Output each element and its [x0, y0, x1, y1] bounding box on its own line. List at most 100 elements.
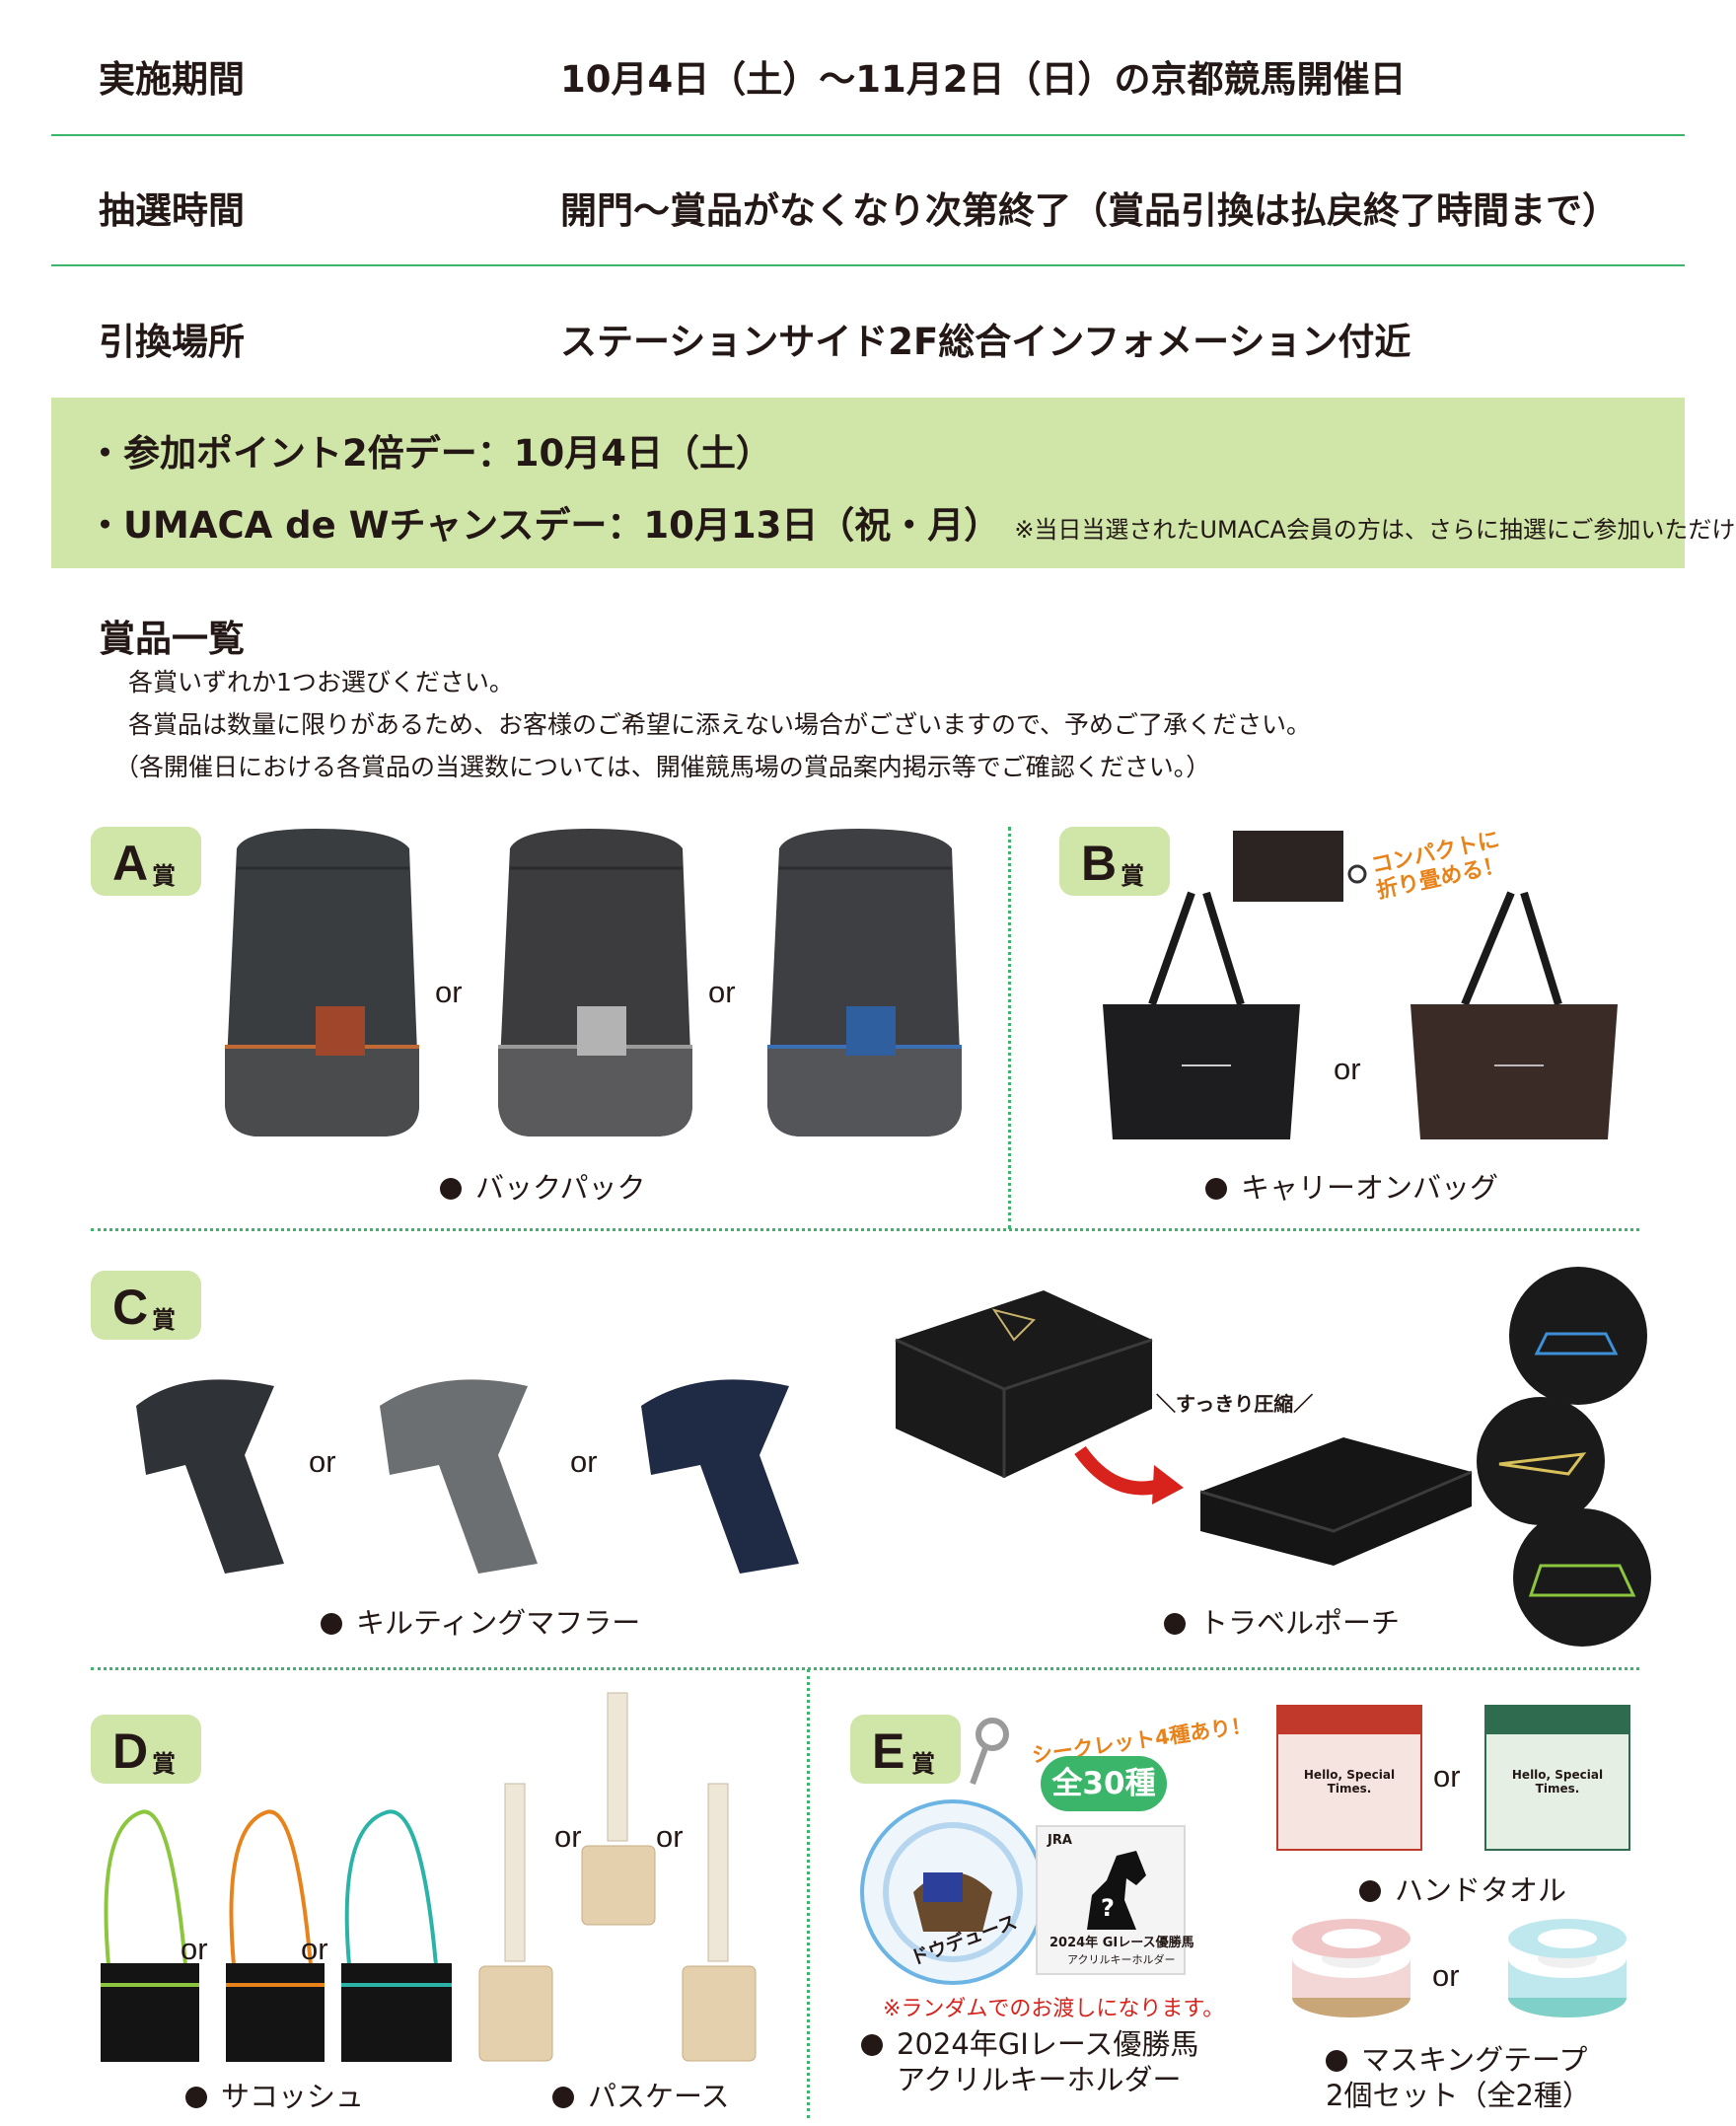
- travel-pouch-open-image: [895, 1290, 1153, 1478]
- period-value: 10月4日（土）～11月2日（日）の京都競馬開催日: [560, 58, 1407, 101]
- hand-towel-caption-text: ハンドタオル: [1395, 1873, 1567, 1907]
- campaign-chance-day: ・UMACA de Wチャンスデー：10月13日（祝・月）※当日当選されたUMA…: [87, 495, 1736, 549]
- towel-stripe: [1486, 1707, 1628, 1734]
- bullet-icon: [861, 2034, 883, 2056]
- keyholder-caption-line2: アクリルキーホルダー: [897, 2063, 1182, 2096]
- backpack-caption: バックパック: [440, 1165, 646, 1207]
- sacoche-caption: サコッシュ: [185, 2074, 364, 2115]
- pass-case-2-image: [581, 1692, 656, 1926]
- campaign-band: ・参加ポイント2倍デー：10月4日（土） ・UMACA de Wチャンスデー：1…: [51, 398, 1736, 568]
- bullet-icon: [321, 1613, 342, 1635]
- bullet-icon: [185, 2087, 207, 2108]
- or-label: or: [1433, 1759, 1461, 1794]
- prize-c-suffix: 賞: [152, 1306, 176, 1334]
- carry-on-bag-caption-text: キャリーオンバッグ: [1241, 1171, 1499, 1205]
- muffler-caption-text: キルティングマフラー: [356, 1606, 641, 1640]
- or-label: or: [554, 1819, 582, 1854]
- pass-case-caption-text: パスケース: [588, 2080, 730, 2113]
- or-label: or: [435, 975, 463, 1009]
- or-label: or: [309, 1444, 336, 1479]
- prize-e-suffix: 賞: [911, 1750, 935, 1778]
- or-label: or: [1432, 1958, 1460, 1993]
- scarf-charcoal-image: [136, 1379, 284, 1574]
- prize-e-letter: E: [872, 1723, 905, 1779]
- carry-on-bag-caption: キャリーオンバッグ: [1205, 1165, 1498, 1207]
- prize-a-letter: A: [112, 836, 149, 891]
- or-label: or: [301, 1932, 328, 1966]
- masking-tape-pink-image: [1292, 1919, 1410, 2017]
- prize-d-letter: D: [112, 1723, 149, 1779]
- separator: [807, 1669, 810, 2118]
- keyholder-caption: 2024年GIレース優勝馬 アクリルキーホルダー: [861, 2026, 1198, 2097]
- backpack-caption-text: バックパック: [475, 1171, 646, 1205]
- prize-c-letter: C: [112, 1280, 149, 1335]
- backpack-brown-image: [225, 829, 419, 1136]
- bullet-icon: [552, 2087, 574, 2108]
- pouch-design-2-image: [1477, 1397, 1605, 1525]
- tote-brown-image: [1410, 891, 1618, 1139]
- period-label: 実施期間: [99, 58, 245, 101]
- note-line-1: 各賞いずれか1つお選びください。: [128, 668, 514, 696]
- compress-callout: ＼すっきり圧縮／: [1156, 1392, 1314, 1416]
- masking-tape-blue-image: [1508, 1919, 1627, 2017]
- jra-logo: JRA: [1048, 1833, 1072, 1848]
- separator: [1008, 827, 1011, 1229]
- tote-black-image: [1103, 891, 1300, 1139]
- backpack-gray-image: [498, 829, 692, 1136]
- bullet-icon: [1205, 1178, 1227, 1200]
- travel-pouch-caption: トラベルポーチ: [1164, 1600, 1400, 1642]
- prize-b-suffix: 賞: [1121, 862, 1144, 890]
- pass-case-3-image: [682, 1783, 757, 2062]
- travel-pouch-compressed-image: [1199, 1437, 1473, 1566]
- pouch-design-3-image: [1513, 1508, 1651, 1647]
- box-label: 2024年 GIレース優勝馬: [1049, 1936, 1194, 1950]
- svg-text:?: ?: [1101, 1894, 1115, 1922]
- masking-tape-caption-line2: 2個セット（全2種）: [1326, 2079, 1591, 2112]
- backpack-blue-image: [767, 829, 962, 1136]
- sacoche-teal-image: [341, 1809, 452, 2062]
- sacoche-caption-text: サコッシュ: [221, 2080, 365, 2113]
- masking-tape-caption-line1: マスキングテープ: [1361, 2043, 1588, 2077]
- bullet-icon: [1359, 1880, 1381, 1902]
- total-count-badge: 全30種: [1041, 1756, 1167, 1811]
- pouch-design-1-image: [1509, 1267, 1647, 1405]
- prize-d-suffix: 賞: [152, 1750, 176, 1778]
- folded-pouch-image: [1233, 831, 1367, 902]
- place-value: ステーションサイド2F総合インフォメーション付近: [560, 321, 1411, 363]
- prizes-heading: 賞品一覧: [99, 618, 245, 660]
- hand-towel-green-image: Hello, Special Times.: [1484, 1705, 1630, 1851]
- time-label: 抽選時間: [99, 189, 245, 232]
- campaign-note: ※当日当選されたUMACA会員の方は、さらに抽選にご参加いただけます。: [1014, 516, 1736, 544]
- bullet-icon: [1164, 1613, 1186, 1635]
- mystery-box: JRA ? 2024年 GIレース優勝馬 アクリルキーホルダー: [1036, 1825, 1194, 1975]
- place-label: 引換場所: [99, 321, 245, 363]
- prize-a-suffix: 賞: [152, 862, 176, 890]
- separator: [91, 1228, 1639, 1231]
- or-label: or: [1334, 1052, 1361, 1086]
- or-label: or: [570, 1444, 598, 1479]
- note-line-2: 各賞品は数量に限りがあるため、お客様のご希望に添えない場合がございますので、予め…: [128, 710, 1312, 739]
- hand-towel-caption: ハンドタオル: [1359, 1868, 1566, 1909]
- or-label: or: [181, 1932, 208, 1966]
- bullet-icon: [1326, 2050, 1347, 2072]
- bullet-icon: [440, 1178, 462, 1200]
- scarf-navy-image: [641, 1379, 799, 1574]
- red-arrow-icon: [1074, 1445, 1184, 1504]
- travel-pouch-caption-text: トラベルポーチ: [1199, 1606, 1401, 1640]
- divider: [51, 264, 1685, 266]
- keyholder-caption-line1: 2024年GIレース優勝馬: [897, 2027, 1199, 2061]
- box-sub: アクリルキーホルダー: [1067, 1953, 1176, 1966]
- campaign-double-points: ・参加ポイント2倍デー：10月4日（土）: [87, 432, 772, 475]
- acrylic-keyholder-image: [860, 1718, 1046, 1985]
- pass-case-caption: パスケース: [552, 2074, 730, 2115]
- horse-silhouette-icon: ?: [1087, 1851, 1146, 1930]
- or-label: or: [708, 975, 736, 1009]
- masking-tape-caption: マスキングテープ 2個セット（全2種）: [1326, 2042, 1591, 2113]
- random-note: ※ランダムでのお渡しになります。: [883, 1997, 1225, 2021]
- hand-towel-red-image: Hello, Special Times.: [1276, 1705, 1422, 1851]
